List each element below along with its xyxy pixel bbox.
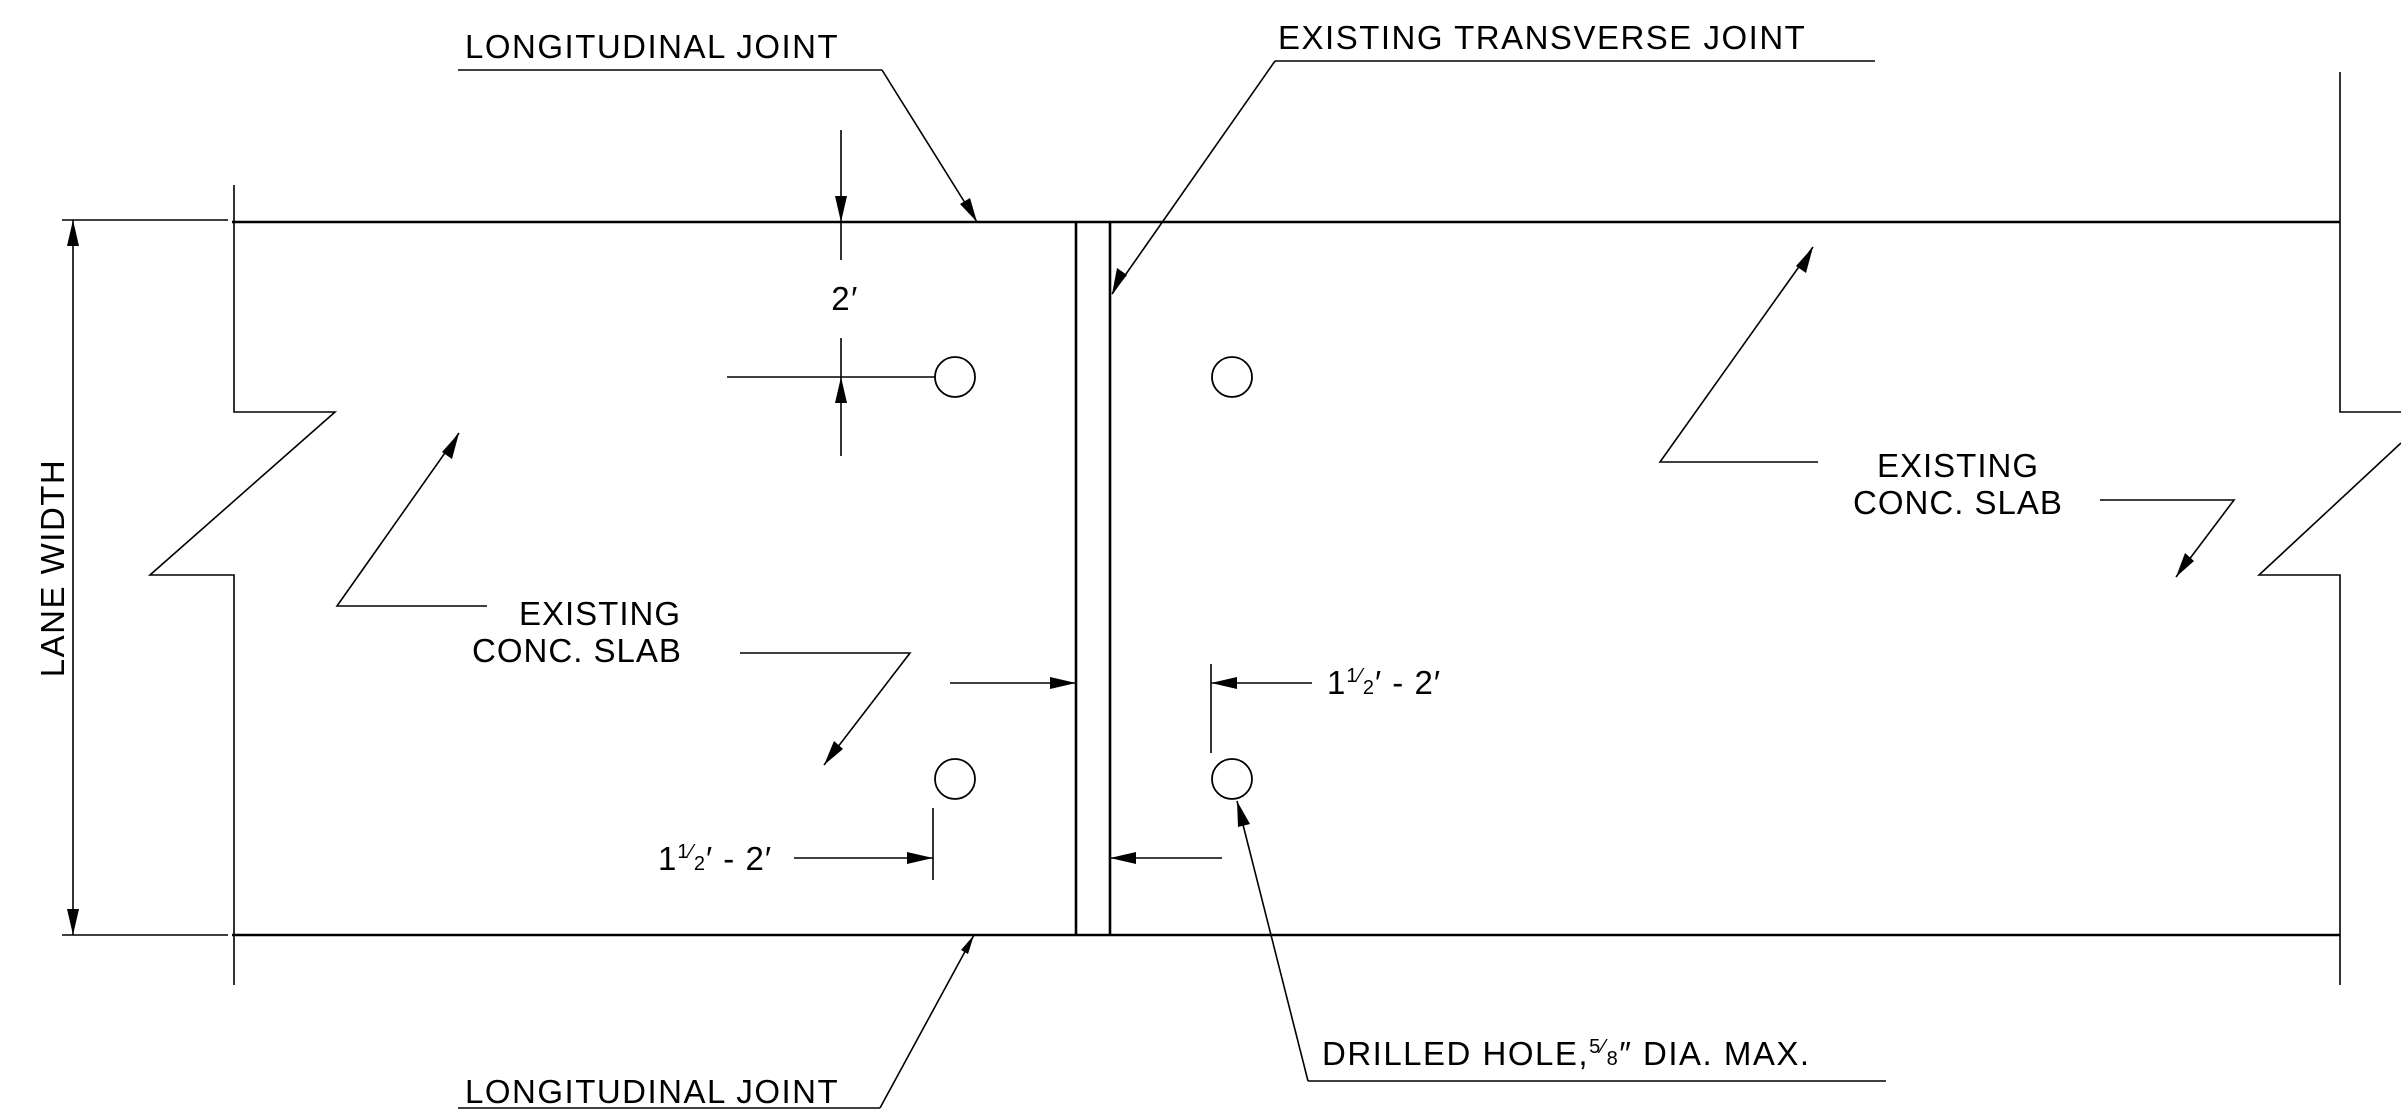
dim-arrow-up: [835, 377, 847, 403]
slab-left-leader-down: [740, 652, 912, 766]
slash: ⁄: [1353, 665, 1364, 687]
whole: 1: [1327, 664, 1346, 701]
hole-offset-dimension: 2′: [727, 130, 935, 456]
right-break-line: [2339, 72, 2401, 413]
rest: ′ - 2′: [1375, 664, 1441, 701]
dim-arrow-lower: [907, 852, 933, 864]
leader-arrowhead: [1112, 268, 1127, 294]
leader-line: [879, 934, 975, 1109]
transverse-joint-callout: EXISTING TRANSVERSE JOINT: [1111, 19, 1875, 295]
drilled-hole-bottom-left: [934, 758, 976, 800]
slab-left-leader-up: [335, 432, 487, 607]
slab-right-label-line1: EXISTING: [1877, 447, 2039, 484]
suffix: ″ DIA. MAX.: [1619, 1035, 1810, 1072]
drilled-hole-top-left: [934, 356, 976, 398]
numerator: 1: [677, 841, 689, 863]
longitudinal-joint-top-callout: LONGITUDINAL JOINT: [458, 28, 978, 223]
numerator: 1: [1346, 665, 1358, 687]
lane-width-arrow-top: [67, 220, 79, 246]
denominator: 8: [1607, 1048, 1620, 1070]
slab-left-label-line1: EXISTING: [519, 595, 681, 632]
leader-line: [1111, 60, 1276, 295]
leader-line: [881, 69, 978, 223]
slab-right-arrow-down: [2176, 553, 2194, 577]
denominator: 2: [694, 853, 706, 875]
longitudinal-joint-bottom-label: LONGITUDINAL JOINT: [465, 1073, 839, 1110]
dim-arrow-upper: [1050, 677, 1076, 689]
right-edge-distance-dimension: 11⁄2′ - 2′: [1110, 664, 1441, 864]
left-break-line: [147, 185, 338, 985]
right-break-line-lower: [2256, 442, 2401, 985]
slab-right-arrow-up: [1796, 247, 1813, 273]
lane-width-arrow-bottom: [67, 909, 79, 935]
drilled-hole-bottom-right: [1211, 758, 1253, 800]
slab-right-leader-up: [1658, 246, 1818, 463]
slab-left-callout: EXISTING CONC. SLAB: [335, 432, 912, 766]
slab-left-arrow-up: [442, 433, 459, 459]
slab-outline: [147, 72, 2401, 985]
slab-right-leader-down: [2100, 499, 2236, 578]
left-edge-distance-label: 11⁄2′ - 2′: [658, 840, 772, 877]
slab-right-label-line2: CONC. SLAB: [1853, 484, 2063, 521]
dim-arrow-upper: [1211, 677, 1237, 689]
leader-arrowhead: [1237, 801, 1250, 827]
numerator: 5: [1589, 1036, 1602, 1058]
drilled-hole-callout: DRILLED HOLE,5⁄8″ DIA. MAX.: [1236, 800, 1886, 1082]
slab-left-label-line2: CONC. SLAB: [472, 632, 682, 669]
slab-right-callout: EXISTING CONC. SLAB: [1658, 246, 2236, 578]
drilled-holes: [934, 356, 1253, 800]
slash: ⁄: [684, 841, 695, 863]
existing-transverse-joint-label: EXISTING TRANSVERSE JOINT: [1278, 19, 1806, 56]
whole: 1: [658, 840, 677, 877]
lane-width-label: LANE WIDTH: [34, 459, 71, 678]
right-edge-distance-label: 11⁄2′ - 2′: [1327, 664, 1441, 701]
slab-left-arrow-down: [824, 741, 843, 765]
dim-arrow-lower: [1110, 852, 1136, 864]
leader-arrowhead: [961, 935, 974, 954]
hole-offset-label: 2′: [831, 280, 859, 317]
drilled-hole-top-right: [1211, 356, 1253, 398]
left-edge-distance-dimension: 11⁄2′ - 2′: [658, 677, 1076, 880]
rest: ′ - 2′: [706, 840, 772, 877]
leader-arrowhead: [960, 198, 977, 222]
prefix: DRILLED HOLE,: [1322, 1035, 1589, 1072]
drilled-hole-label: DRILLED HOLE,5⁄8″ DIA. MAX.: [1322, 1035, 1811, 1072]
leader-line: [1236, 800, 1309, 1082]
longitudinal-joint-bottom-callout: LONGITUDINAL JOINT: [458, 934, 975, 1110]
denominator: 2: [1363, 677, 1375, 699]
slash: ⁄: [1597, 1036, 1608, 1058]
dim-arrow-down: [835, 196, 847, 222]
lane-width-dimension: LANE WIDTH: [34, 219, 228, 936]
longitudinal-joint-top-label: LONGITUDINAL JOINT: [465, 28, 839, 65]
